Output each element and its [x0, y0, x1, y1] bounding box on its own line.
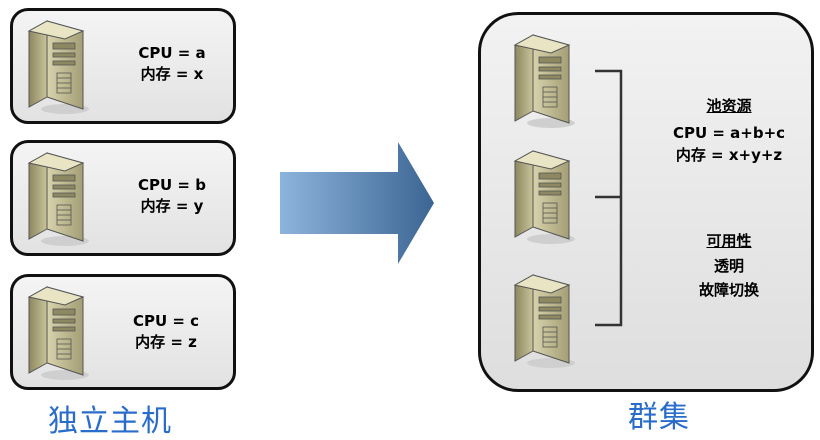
server-icon: [25, 149, 89, 247]
availability: 可用性 透明 故障切换: [669, 229, 789, 301]
host-box-1: CPU = a 内存 = x: [10, 8, 236, 124]
availability-failover: 故障切换: [698, 281, 759, 299]
host-3-cpu: CPU = c: [132, 312, 200, 330]
availability-title: 可用性: [706, 232, 752, 250]
pool-title: 池资源: [706, 97, 752, 115]
server-icon: [511, 147, 575, 245]
host-box-2: CPU = b 内存 = y: [10, 140, 236, 256]
pool-resources: 池资源 CPU = a+b+c 内存 = x+y+z: [649, 95, 809, 165]
host-box-3: CPU = c 内存 = z: [10, 274, 236, 390]
server-icon: [25, 17, 89, 115]
host-2-mem: 内存 = y: [140, 197, 204, 215]
cluster-connector: [595, 69, 623, 327]
host-3-specs: CPU = c 内存 = z: [125, 311, 207, 353]
server-icon: [511, 31, 575, 129]
availability-transparent: 透明: [713, 257, 744, 275]
right-caption: 群集: [628, 400, 690, 435]
server-icon: [511, 271, 575, 369]
pool-mem: 内存 = x+y+z: [675, 146, 783, 164]
host-2-cpu: CPU = b: [138, 176, 206, 194]
host-1-specs: CPU = a 内存 = x: [131, 43, 213, 85]
left-caption: 独立主机: [48, 404, 172, 439]
host-1-mem: 内存 = x: [140, 65, 204, 83]
server-icon: [25, 283, 89, 381]
host-1-cpu: CPU = a: [138, 44, 206, 62]
host-2-specs: CPU = b 内存 = y: [131, 175, 213, 217]
pool-cpu: CPU = a+b+c: [672, 124, 786, 142]
cluster-box: 池资源 CPU = a+b+c 内存 = x+y+z 可用性 透明 故障切换: [478, 12, 814, 392]
host-3-mem: 内存 = z: [135, 333, 197, 351]
arrow-right-icon: [280, 142, 434, 264]
